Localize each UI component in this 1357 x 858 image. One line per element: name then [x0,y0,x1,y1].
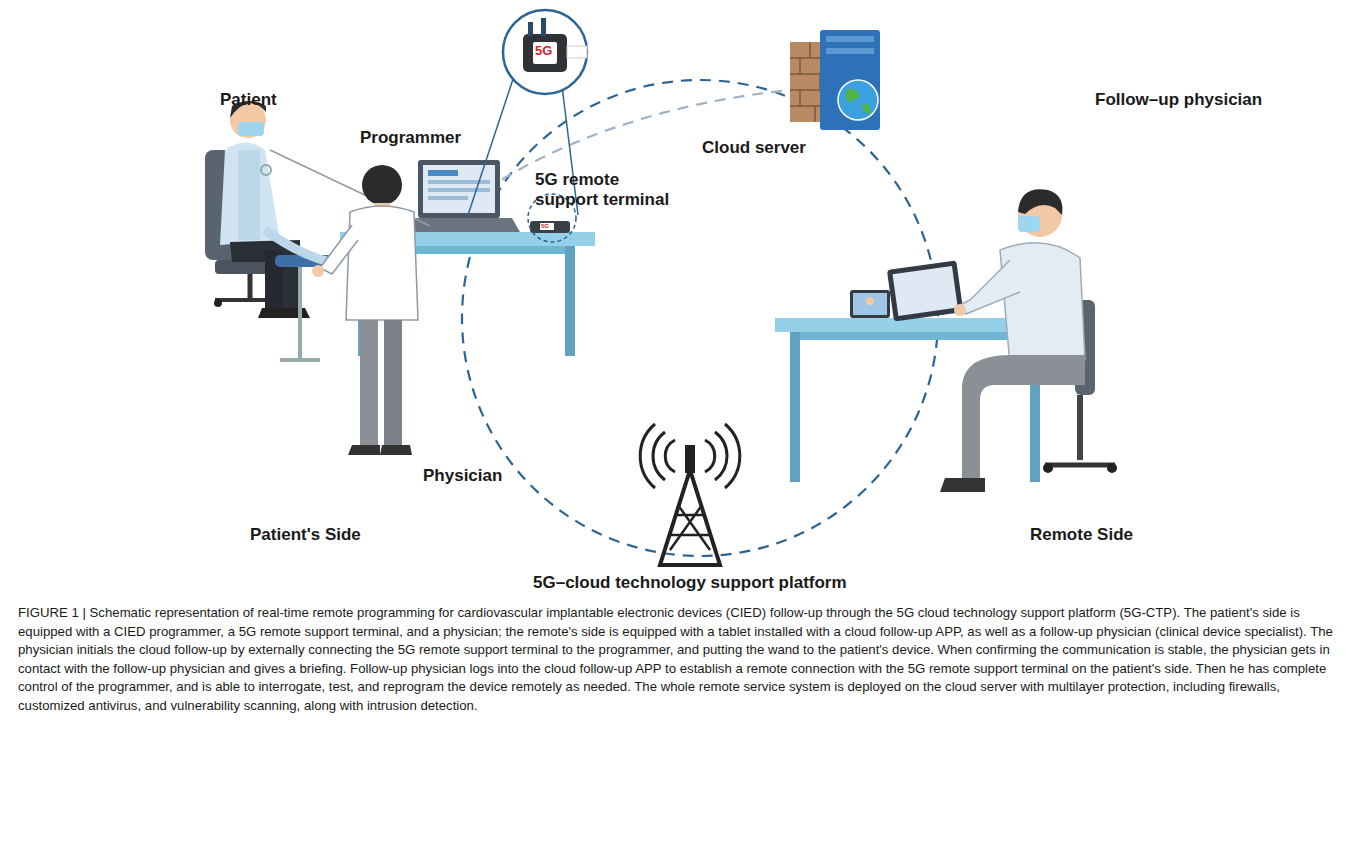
network-circle [462,80,938,556]
patient-figure [205,101,335,360]
node-label: 5G remote support terminal [535,170,685,210]
node-label: Physician [423,466,502,486]
node-label: Follow–up physician [1095,90,1262,110]
region-label: Patient's Side [250,525,361,545]
follow-up-physician-figure [940,189,1117,492]
node-label: Cloud server [702,138,806,158]
node-label: Programmer [360,128,461,148]
region-label: Remote Side [1030,525,1133,545]
physician-figure [312,165,418,455]
cloud-server [790,30,880,130]
platform-label: 5G–cloud technology support platform [533,573,847,593]
5g-terminal [530,221,570,233]
logo-text: 5G [535,43,552,58]
tablet [850,260,963,321]
figure-caption: FIGURE 1 | Schematic representation of r… [18,604,1340,716]
logo-text: 5G [541,222,549,230]
5g-tower [640,424,740,565]
node-label: Patient [220,90,277,110]
